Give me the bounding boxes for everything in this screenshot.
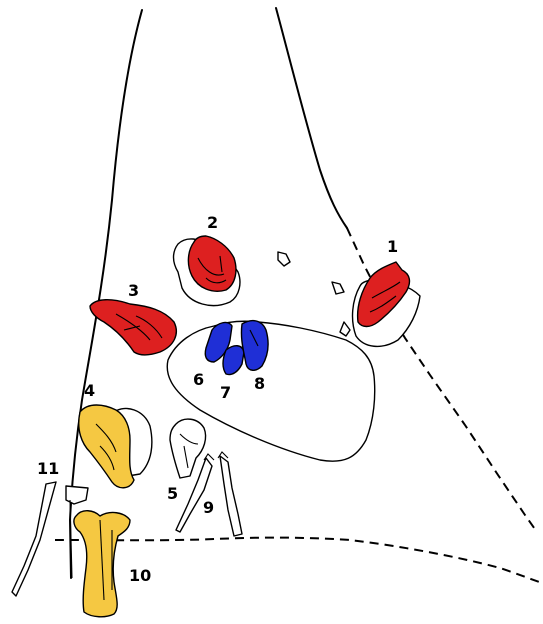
small-fragment-c — [340, 322, 350, 336]
find-3-skull — [90, 300, 176, 355]
label-7: 7 — [220, 383, 231, 402]
label-11: 11 — [37, 459, 59, 478]
find-11-bones — [12, 482, 88, 596]
find-8-bone — [241, 321, 268, 371]
small-fragment-a — [278, 252, 290, 266]
label-9: 9 — [203, 498, 214, 517]
label-5: 5 — [167, 484, 178, 503]
find-5-bone — [170, 419, 206, 478]
label-8: 8 — [254, 374, 265, 393]
label-3: 3 — [128, 281, 139, 300]
label-4: 4 — [84, 381, 95, 400]
right-boundary-line — [276, 8, 347, 228]
label-6: 6 — [193, 370, 204, 389]
find-2-skull — [174, 236, 240, 306]
label-2: 2 — [207, 213, 218, 232]
find-4-bone — [79, 405, 152, 488]
small-fragment-b — [332, 282, 344, 294]
label-1: 1 — [387, 237, 398, 256]
find-1-skull — [353, 262, 420, 346]
find-10-bone — [74, 511, 130, 617]
label-10: 10 — [129, 566, 151, 585]
